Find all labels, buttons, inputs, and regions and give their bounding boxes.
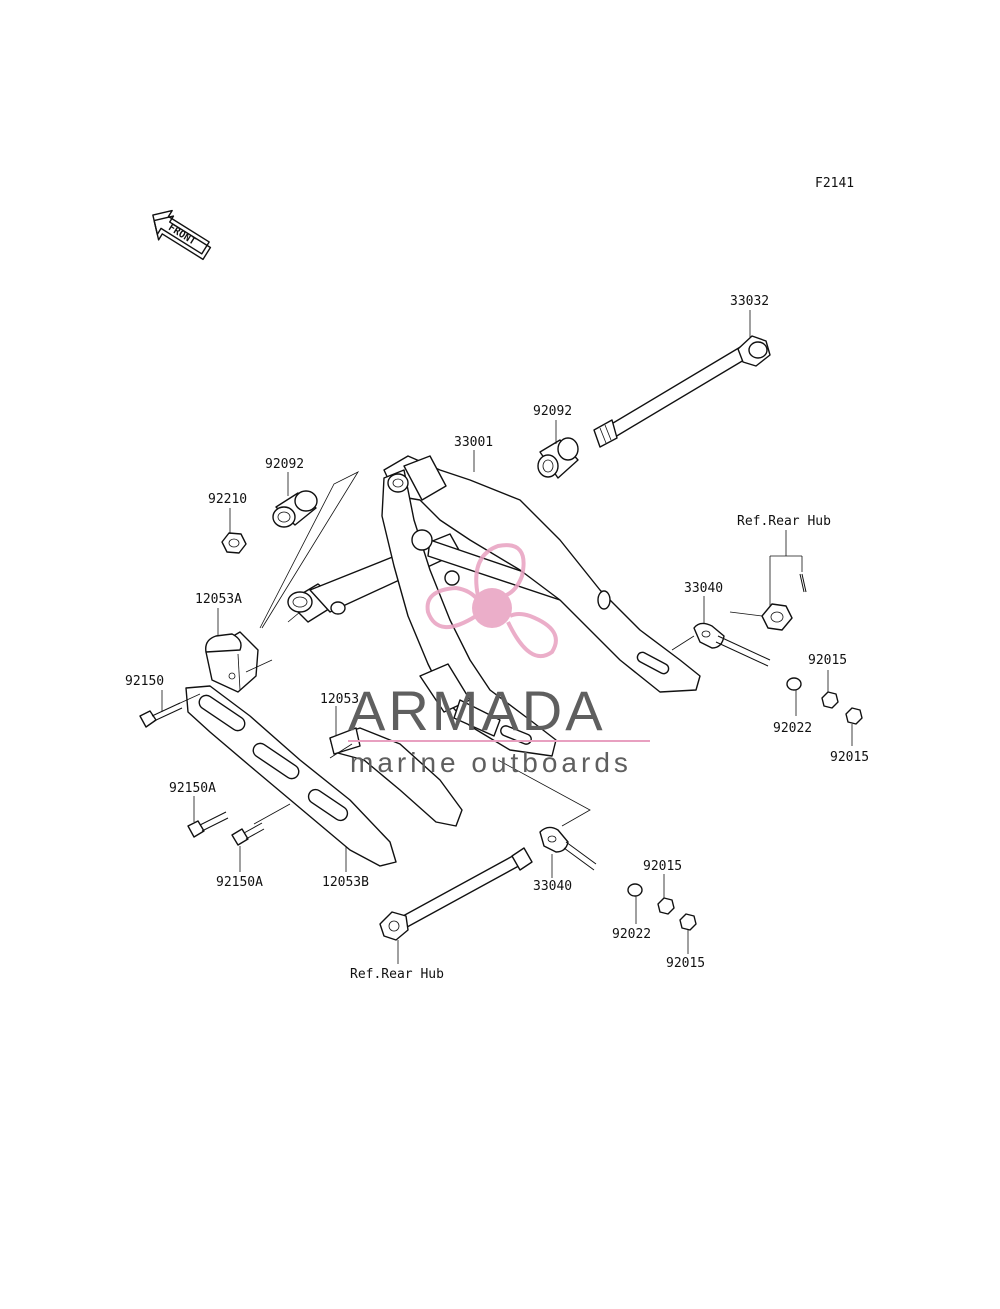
bushing-92092-left	[272, 490, 318, 528]
chain-adjuster-33040-top	[693, 622, 771, 667]
label-92015-a: 92015	[808, 653, 847, 668]
label-33040-bottom: 33040	[533, 879, 572, 894]
rear-axle	[379, 847, 533, 941]
swingarm-33001	[287, 455, 701, 757]
label-ref-rear-hub-bottom: Ref.Rear Hub	[350, 967, 444, 982]
chain-slider-12053	[329, 727, 463, 827]
chain-adjuster-33040-bottom	[539, 826, 597, 871]
chain-guard-12053b	[185, 685, 397, 867]
nut-92015-a	[821, 691, 839, 709]
front-arrow-icon: FRONT	[152, 209, 212, 261]
label-92150a-bottom: 92150A	[216, 875, 263, 890]
bolt-92150a-top	[187, 811, 229, 838]
bolt-92150	[139, 702, 183, 728]
washer-92022-top	[786, 677, 802, 691]
label-12053a: 12053A	[195, 592, 242, 607]
label-92210: 92210	[208, 492, 247, 507]
label-92015-b: 92015	[830, 750, 869, 765]
chain-slider-12053a	[205, 631, 259, 693]
label-12053b: 12053B	[322, 875, 369, 890]
nut-92015-c	[657, 897, 675, 915]
leader-lines	[161, 310, 853, 964]
label-92015-c: 92015	[643, 859, 682, 874]
label-92092-left: 92092	[265, 457, 304, 472]
pivot-shaft-33032	[593, 335, 771, 448]
nut-92210	[221, 532, 247, 554]
axle-nut-ref-rear-hub	[761, 573, 807, 631]
nut-92015-d	[679, 913, 697, 931]
label-92022-bottom: 92022	[612, 927, 651, 942]
label-92092-right: 92092	[533, 404, 572, 419]
nut-92015-b	[845, 707, 863, 725]
label-92150: 92150	[125, 674, 164, 689]
figure-code: F2141	[815, 176, 854, 191]
watermark-brand: ARMADA	[348, 679, 606, 742]
label-ref-rear-hub-top: Ref.Rear Hub	[737, 514, 831, 529]
label-92150a-top: 92150A	[169, 781, 216, 796]
bolt-92150a-bottom	[231, 822, 265, 846]
label-33040-top: 33040	[684, 581, 723, 596]
label-92022-top: 92022	[773, 721, 812, 736]
label-33001: 33001	[454, 435, 493, 450]
armada-watermark: ARMADA marine outboards	[348, 543, 650, 778]
bushing-92092-right	[537, 437, 579, 479]
label-33032: 33032	[730, 294, 769, 309]
label-12053: 12053	[320, 692, 359, 707]
watermark-tagline: marine outboards	[350, 747, 632, 778]
label-92015-d: 92015	[666, 956, 705, 971]
propeller-logo-icon	[425, 543, 558, 659]
washer-92022-bottom	[627, 883, 643, 897]
